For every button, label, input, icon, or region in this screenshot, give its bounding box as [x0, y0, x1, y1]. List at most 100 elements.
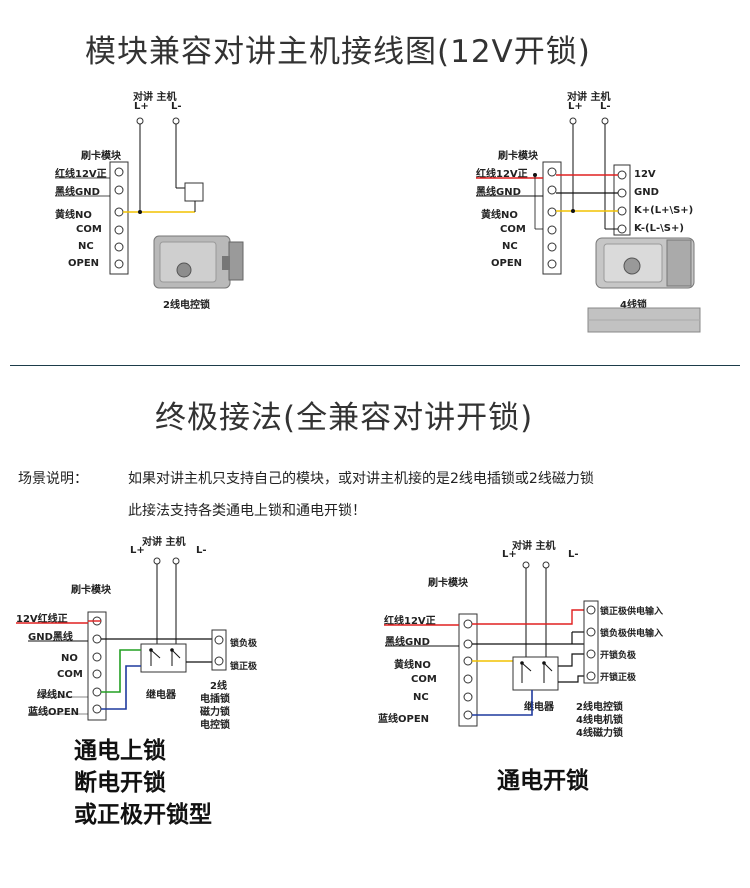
d4-pin-label: 蓝线OPEN [378, 714, 430, 725]
d3-lminus-label: L- [196, 545, 207, 556]
d4-lock-term-label: 开锁正极 [600, 673, 637, 683]
d4-lock-type: 4线电机锁 [576, 715, 623, 726]
d1-lminus-label: L- [171, 101, 182, 112]
d2-lock-caption: 4线锁 [620, 300, 647, 311]
d4-relay-label: 继电器 [524, 702, 554, 713]
d2-right-pin-label: 12V [634, 169, 656, 180]
d3-pin-label: 蓝线OPEN [28, 707, 80, 718]
d4-lock-terminal [586, 671, 596, 681]
d3-relay [140, 643, 187, 673]
d4-terminal [463, 674, 473, 684]
d3-lock-term-label: 锁负极 [230, 639, 258, 649]
d4-terminal [463, 639, 473, 649]
d3-lock-type: 磁力锁 [200, 707, 230, 718]
d1-pin-label: 黄线NO [55, 210, 92, 221]
d3-pin-label: 绿线NC [37, 690, 73, 701]
d4-lock-terminal [586, 649, 596, 659]
d2-right-pin-label: K+(L+\S+) [634, 205, 694, 216]
d3-lock-terminal [214, 635, 224, 645]
d4-pin-label: COM [411, 674, 437, 685]
d2-lminus-label: L- [600, 101, 611, 112]
d1-terminal [114, 242, 124, 252]
d2-lock-terminal-block [613, 164, 631, 236]
d1-terminal [114, 259, 124, 269]
d1-pin-label: OPEN [68, 258, 100, 269]
d1-intercom-label: 对讲 主机 [133, 92, 177, 103]
d2-terminal [547, 207, 557, 217]
d4-terminal [463, 656, 473, 666]
d1-lock-connector [184, 182, 204, 202]
d3-pin-label: GND黑线 [28, 632, 73, 643]
d3-lock-type: 电插锁 [200, 694, 230, 705]
d4-terminal [463, 619, 473, 629]
d4-lock-type: 4线磁力锁 [576, 728, 623, 739]
scene-label: 场景说明： [18, 471, 88, 487]
d3-lock-type: 2线 [210, 681, 227, 692]
section-divider [10, 365, 740, 366]
d3-caption-line: 或正极开锁型 [74, 802, 212, 828]
d3-lplus-label: L+ [130, 545, 145, 556]
d4-terminal [463, 692, 473, 702]
d4-pin-label: 黑线GND [385, 637, 430, 648]
d2-intercom-label: 对讲 主机 [567, 92, 611, 103]
d4-caption: 通电开锁 [497, 768, 589, 794]
d4-lplus-label: L+ [502, 549, 517, 560]
d4-pin-label: 红线12V正 [384, 616, 436, 627]
section2-title: 终极接法(全兼容对讲开锁) [155, 400, 534, 436]
d2-lock-image [595, 237, 695, 289]
d3-pin-label: COM [57, 669, 83, 680]
d2-pin-label: OPEN [491, 258, 523, 269]
d1-lock-caption: 2线电控锁 [163, 300, 210, 311]
d1-module-label: 刷卡模块 [81, 151, 121, 162]
d1-terminal [114, 185, 124, 195]
d1-pin-label: COM [76, 224, 102, 235]
d1-lock-image [153, 235, 244, 289]
d1-pin-label: NC [78, 241, 94, 252]
d2-pin-label: 红线12V正 [476, 169, 528, 180]
d3-lock-terminal [214, 656, 224, 666]
d4-lock-term-label: 开锁负极 [600, 651, 637, 661]
d3-terminal [92, 652, 102, 662]
d1-terminal [114, 225, 124, 235]
d4-terminal-block [458, 613, 478, 727]
d2-terminal [547, 225, 557, 235]
d4-lock-term-label: 锁正极供电输入 [600, 607, 664, 617]
d2-pin-label: NC [502, 241, 518, 252]
d3-intercom-label: 对讲 主机 [142, 537, 186, 548]
section1-title: 模块兼容对讲主机接线图(12V开锁) [85, 34, 591, 70]
d4-lock-terminal [586, 605, 596, 615]
d2-pin-label: COM [500, 224, 526, 235]
d1-pin-label: 黑线GND [55, 187, 100, 198]
d2-right-pin-label: GND [634, 187, 659, 198]
d4-lplus-terminal [522, 561, 530, 569]
d4-lock-terminal-block [583, 600, 599, 684]
d1-pin-label: 红线12V正 [55, 169, 107, 180]
d4-pin-label: 黄线NO [394, 660, 431, 671]
d2-maglock-image [587, 307, 701, 333]
d2-pin-label: 黄线NO [481, 210, 518, 221]
d2-terminal [547, 259, 557, 269]
d3-pin-label: NO [61, 653, 78, 664]
d2-lplus-label: L+ [568, 101, 583, 112]
d2-right-pin-label: K-(L-\S+) [634, 223, 684, 234]
d4-module-label: 刷卡模块 [428, 578, 468, 589]
d1-lplus-label: L+ [134, 101, 149, 112]
d4-lock-term-label: 锁负极供电输入 [600, 629, 664, 639]
d4-lock-type: 2线电控锁 [576, 702, 623, 713]
d4-lock-terminal [586, 627, 596, 637]
d1-terminal [114, 167, 124, 177]
d3-pin-label: 12V红线正 [16, 614, 68, 625]
d3-caption-line: 通电上锁 [74, 738, 166, 764]
d3-relay-label: 继电器 [146, 690, 176, 701]
d3-caption-line: 断电开锁 [74, 770, 166, 796]
d4-pin-label: NC [413, 692, 429, 703]
d2-terminal [547, 242, 557, 252]
d4-lminus-terminal [542, 561, 550, 569]
d3-lock-term-label: 锁正极 [230, 662, 258, 672]
d2-terminal [547, 185, 557, 195]
d4-relay [512, 656, 559, 691]
